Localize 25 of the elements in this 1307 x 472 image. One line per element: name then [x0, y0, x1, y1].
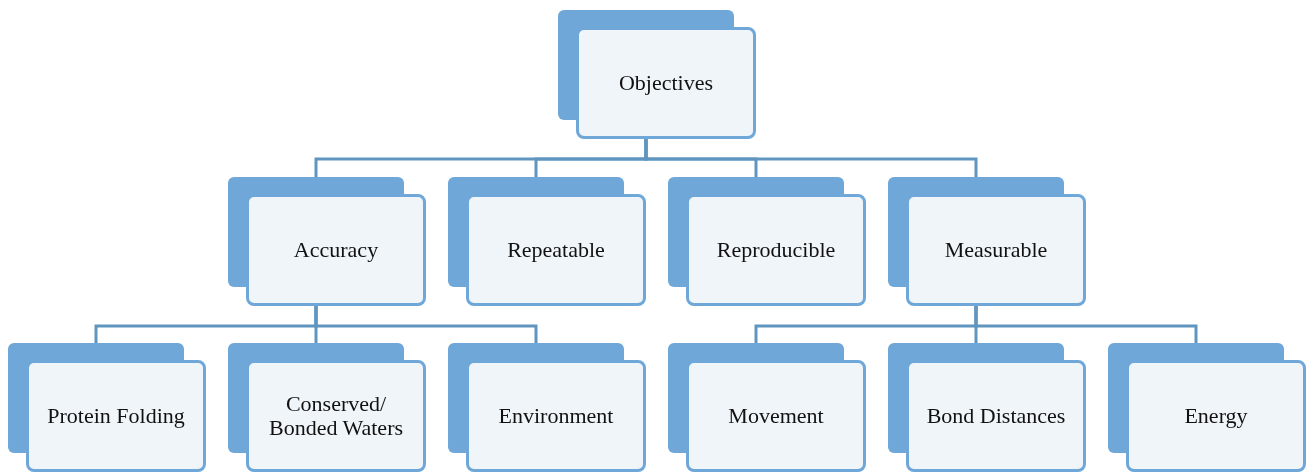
org-chart-box	[668, 177, 866, 306]
box-label: Energy	[1184, 404, 1248, 428]
org-chart-box	[888, 343, 1086, 472]
box-label: Protein Folding	[47, 404, 185, 428]
org-chart-box	[1108, 343, 1306, 472]
org-chart-box	[228, 177, 426, 306]
box-label: Objectives	[618, 71, 714, 95]
connector-line	[314, 306, 538, 343]
box-label: Movement	[728, 404, 824, 428]
box-label: Environment	[498, 404, 614, 428]
org-chart-box	[668, 343, 866, 472]
box-label: Conserved/ Bonded Waters	[267, 392, 405, 440]
connector-line	[644, 139, 978, 177]
org-chart-box	[228, 343, 426, 472]
box-label: Repeatable	[507, 238, 605, 262]
org-chart-box	[8, 343, 206, 472]
org-chart-box	[558, 10, 756, 139]
org-chart-box	[448, 343, 646, 472]
org-chart-box	[448, 177, 646, 306]
box-label: Measurable	[944, 238, 1048, 262]
box-label: Reproducible	[716, 238, 836, 262]
box-label: Accuracy	[293, 238, 379, 262]
org-chart-box	[888, 177, 1086, 306]
box-label: Bond Distances	[926, 404, 1066, 428]
connector-line	[974, 306, 1198, 343]
